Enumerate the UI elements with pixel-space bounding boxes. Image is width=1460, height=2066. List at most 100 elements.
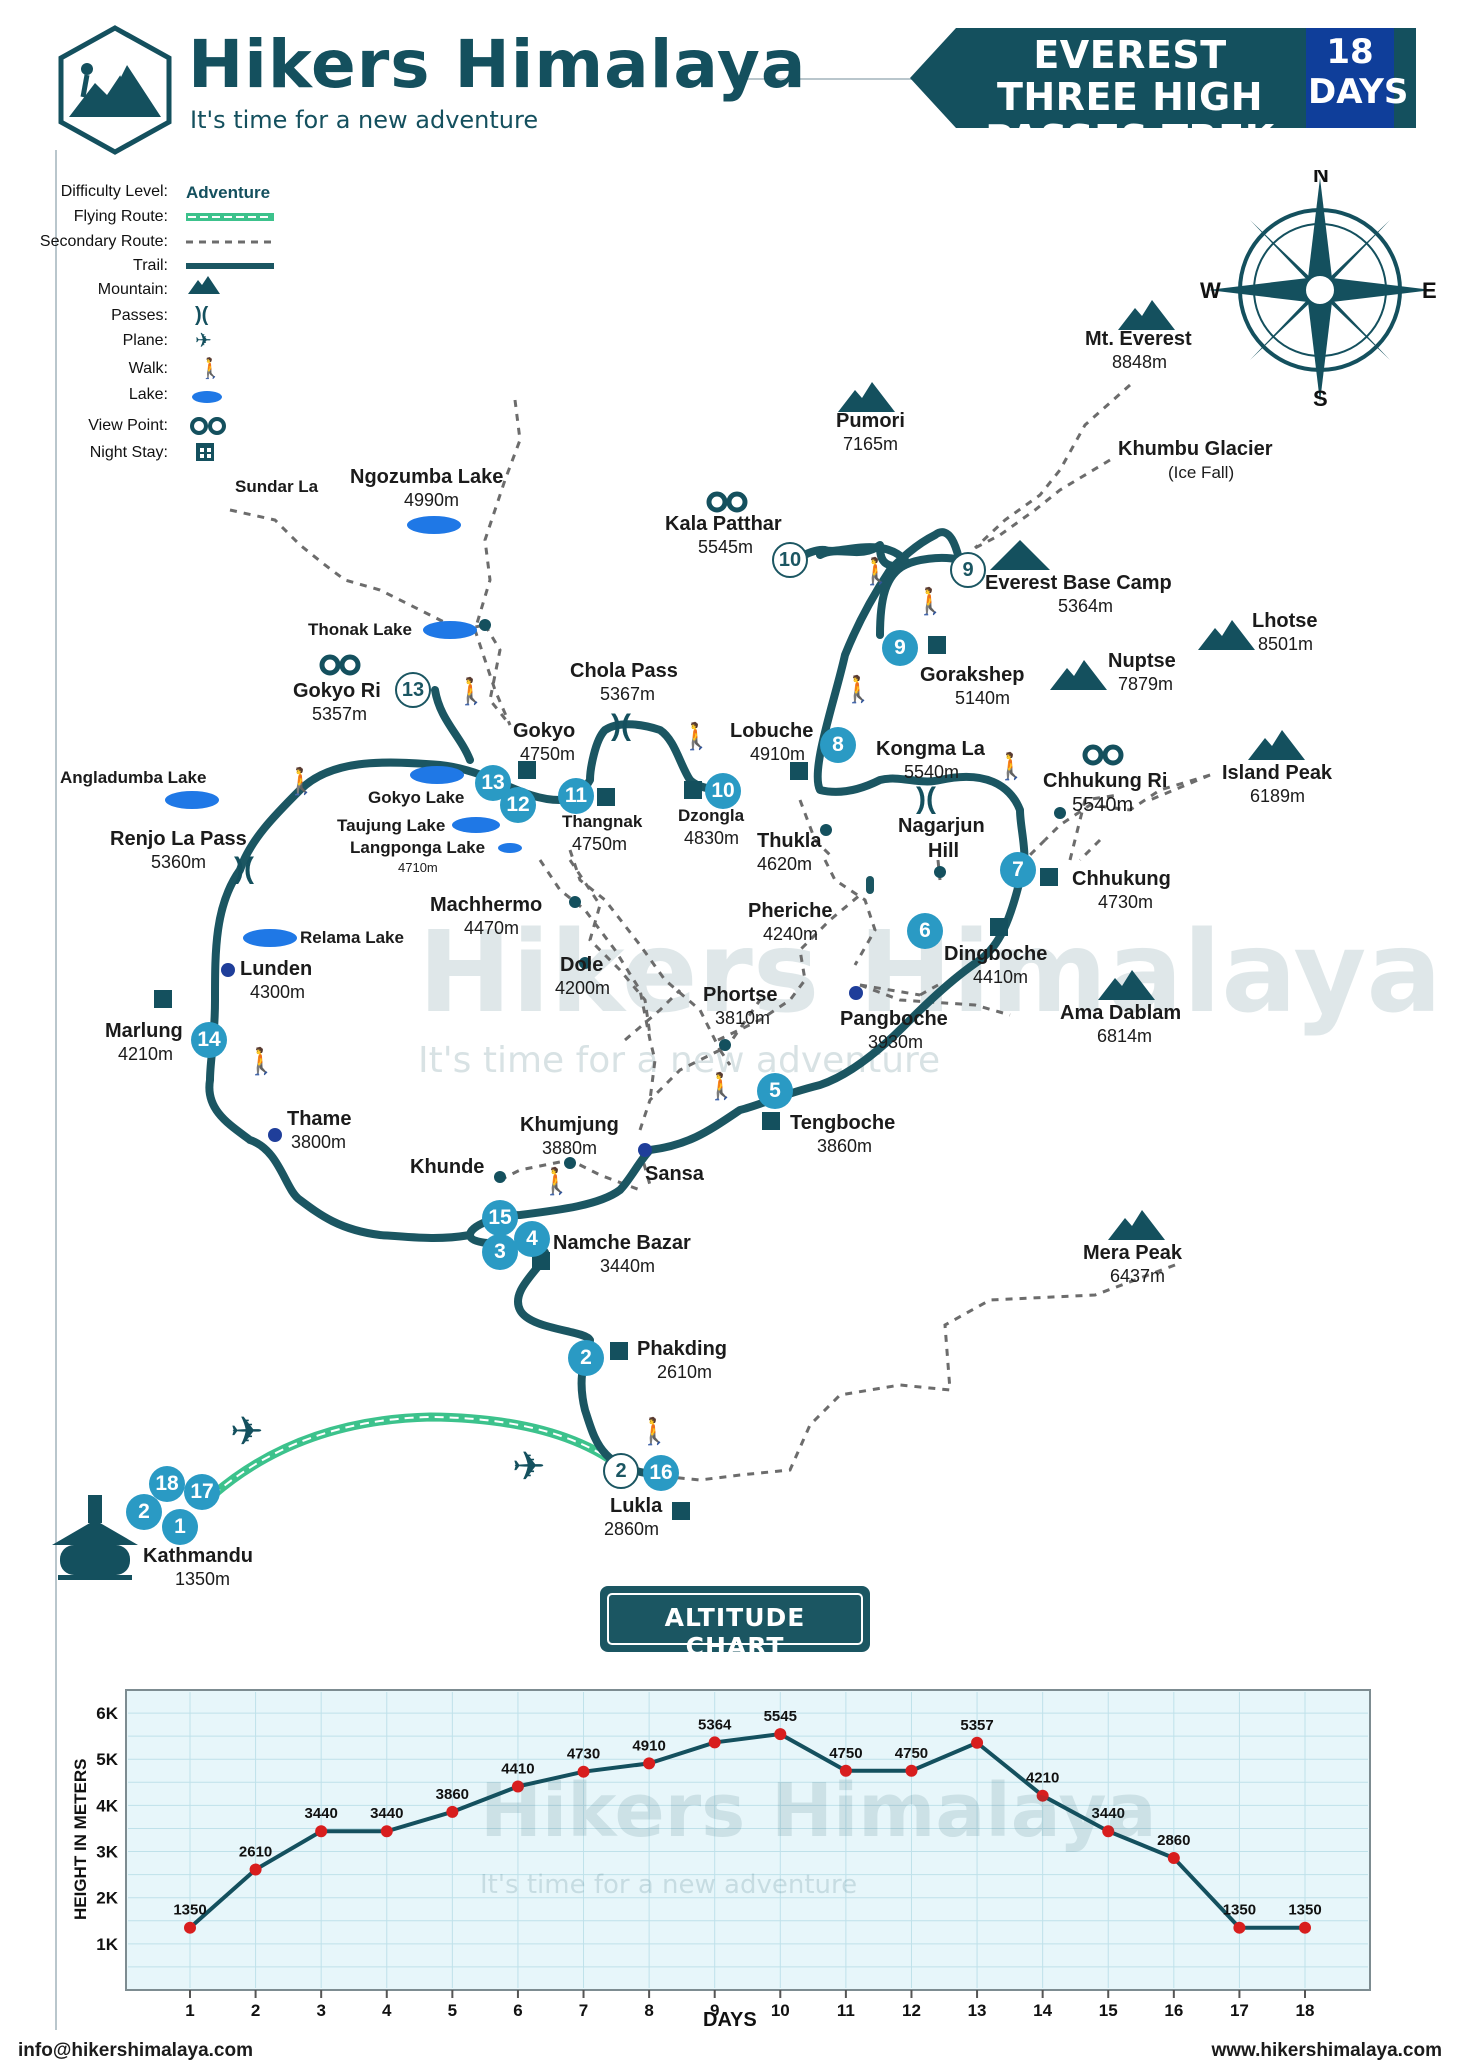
altitude-point	[249, 1863, 262, 1876]
ama-dablam-mountain-icon	[1098, 970, 1155, 1000]
taujung-lake-icon	[452, 817, 500, 833]
kala-patthar-binoculars-icon	[706, 491, 748, 513]
legend-night-label: Night Stay:	[89, 444, 168, 461]
label-nagarjun-hill: Hill	[928, 840, 960, 862]
night-stay-icon	[790, 762, 808, 780]
label-gokyo: Gokyo	[513, 720, 576, 742]
day-marker-7: 7	[1000, 852, 1036, 888]
night-stay-icon	[518, 761, 536, 779]
walk-icon: 🚶	[842, 674, 874, 704]
day-marker-1: 1	[162, 1509, 198, 1545]
label-lhotse: Lhotse	[1252, 610, 1318, 632]
alt-ama-dablam: 6814m	[1097, 1026, 1153, 1046]
label-thonak: Thonak Lake	[308, 620, 412, 639]
alt-chhukung-ri: 5540m	[1072, 794, 1134, 816]
trek-title-line1: EVEREST THREE HIGH	[996, 33, 1264, 119]
footer-email[interactable]: info@hikershimalaya.com	[18, 2040, 253, 2061]
altitude-points	[184, 1728, 1311, 1934]
label-phortse: Phortse	[703, 984, 778, 1006]
label-thangnak: Thangnak	[562, 812, 643, 831]
day-marker-8: 8	[820, 727, 856, 763]
pumori-mountain-icon	[838, 382, 895, 412]
night-stay-icon	[990, 918, 1008, 936]
chart-x-tick-label: 13	[968, 2001, 987, 2020]
altitude-point	[774, 1728, 787, 1741]
chart-x-tick-label: 8	[644, 2001, 653, 2020]
altitude-point	[511, 1780, 524, 1793]
alt-gokyo: 4750m	[520, 744, 576, 764]
altitude-point	[1167, 1852, 1180, 1864]
night-stay-icon	[928, 636, 946, 654]
walk-icon: 🚶	[245, 1046, 277, 1076]
chart-x-tick-label: 12	[902, 2001, 921, 2020]
trek-title: EVEREST THREE HIGH PASSES TREK	[965, 34, 1295, 160]
footer-website[interactable]: www.hikershimalaya.com	[1211, 2040, 1442, 2061]
chart-x-axis-label: DAYS	[703, 2009, 757, 2031]
walk-icon: 🚶	[285, 766, 317, 796]
chart-x-tick-label: 10	[771, 2001, 790, 2020]
alt-langponga: 4710m	[398, 860, 438, 875]
alt-thame: 3800m	[291, 1132, 347, 1152]
day-marker-9-ebc: 9	[950, 552, 986, 588]
altitude-line	[188, 1732, 1305, 1930]
chart-x-tick-label: 4	[382, 2001, 392, 2020]
label-machhermo: Machhermo	[430, 894, 543, 916]
altitude-value-label: 5364	[698, 1716, 732, 1733]
label-thukla: Thukla	[757, 830, 822, 852]
altitude-point	[643, 1757, 656, 1770]
alt-dzongla: 4830m	[684, 828, 740, 848]
dot-lunden	[221, 963, 235, 977]
label-namche: Namche Bazar	[553, 1232, 691, 1254]
night-stay-icon	[532, 1252, 550, 1270]
label-pangboche: Pangboche	[840, 1008, 948, 1030]
label-pheriche: Pheriche	[748, 900, 833, 922]
walk-icon: 🚶	[914, 586, 946, 616]
label-lunden: Lunden	[240, 958, 313, 980]
alt-dole: 4200m	[555, 978, 611, 998]
alt-mera-peak: 6437m	[1110, 1266, 1166, 1286]
legend-flying-symbol	[186, 213, 274, 221]
renjo-pass-icon: )(	[234, 852, 254, 885]
label-kala-patthar: Kala Patthar	[665, 513, 782, 535]
altitude-point	[1102, 1825, 1115, 1838]
label-phakding: Phakding	[637, 1338, 728, 1360]
altitude-value-label: 1350	[173, 1902, 206, 1919]
dot-khunde	[494, 1171, 506, 1183]
alt-khumbu: (Ice Fall)	[1168, 463, 1235, 482]
walk-icon: 🚶	[540, 1166, 572, 1196]
altitude-point	[905, 1764, 918, 1777]
day-marker-2: 2	[568, 1340, 604, 1376]
altitude-value-label: 4910	[632, 1737, 665, 1754]
chart-grid	[128, 1692, 1368, 1988]
altitude-point	[184, 1921, 196, 1934]
altitude-value-label: 2860	[1157, 1832, 1190, 1849]
alt-dingboche: 4410m	[973, 967, 1029, 987]
label-lobuche: Lobuche	[730, 720, 814, 742]
thonak-lake-icon	[423, 621, 477, 639]
day-marker-9: 9	[882, 630, 918, 666]
chart-y-tick-label: 5K	[96, 1750, 118, 1769]
dot-gokyo-junction	[479, 619, 491, 631]
chola-pass-icon: )(	[611, 709, 631, 742]
relama-lake-icon	[243, 929, 297, 947]
label-gokyo-ri: Gokyo Ri	[293, 680, 381, 702]
alt-island-peak: 6189m	[1250, 786, 1306, 806]
alt-tengboche: 3860m	[817, 1136, 873, 1156]
label-khumbu: Khumbu Glacier	[1118, 438, 1273, 460]
chart-y-tick-label: 6K	[96, 1704, 118, 1723]
watermark-tagline: It's time for a new adventure	[418, 1040, 941, 1081]
alt-kala-patthar: 5545m	[698, 537, 754, 557]
walk-icon: 🚶	[198, 356, 223, 380]
dot-nagarjun	[934, 866, 946, 878]
lhotse-mountain-icon	[1198, 620, 1255, 650]
lake-icon	[192, 391, 222, 403]
chart-x-tick-label: 3	[316, 2001, 325, 2020]
label-dingboche: Dingboche	[944, 943, 1048, 965]
altitude-point	[708, 1736, 721, 1749]
label-renjo: Renjo La Pass	[110, 828, 247, 850]
day-marker-2-kathmandu: 2	[126, 1494, 162, 1530]
alt-lukla: 2860m	[604, 1519, 660, 1539]
dot-dole	[579, 957, 591, 969]
